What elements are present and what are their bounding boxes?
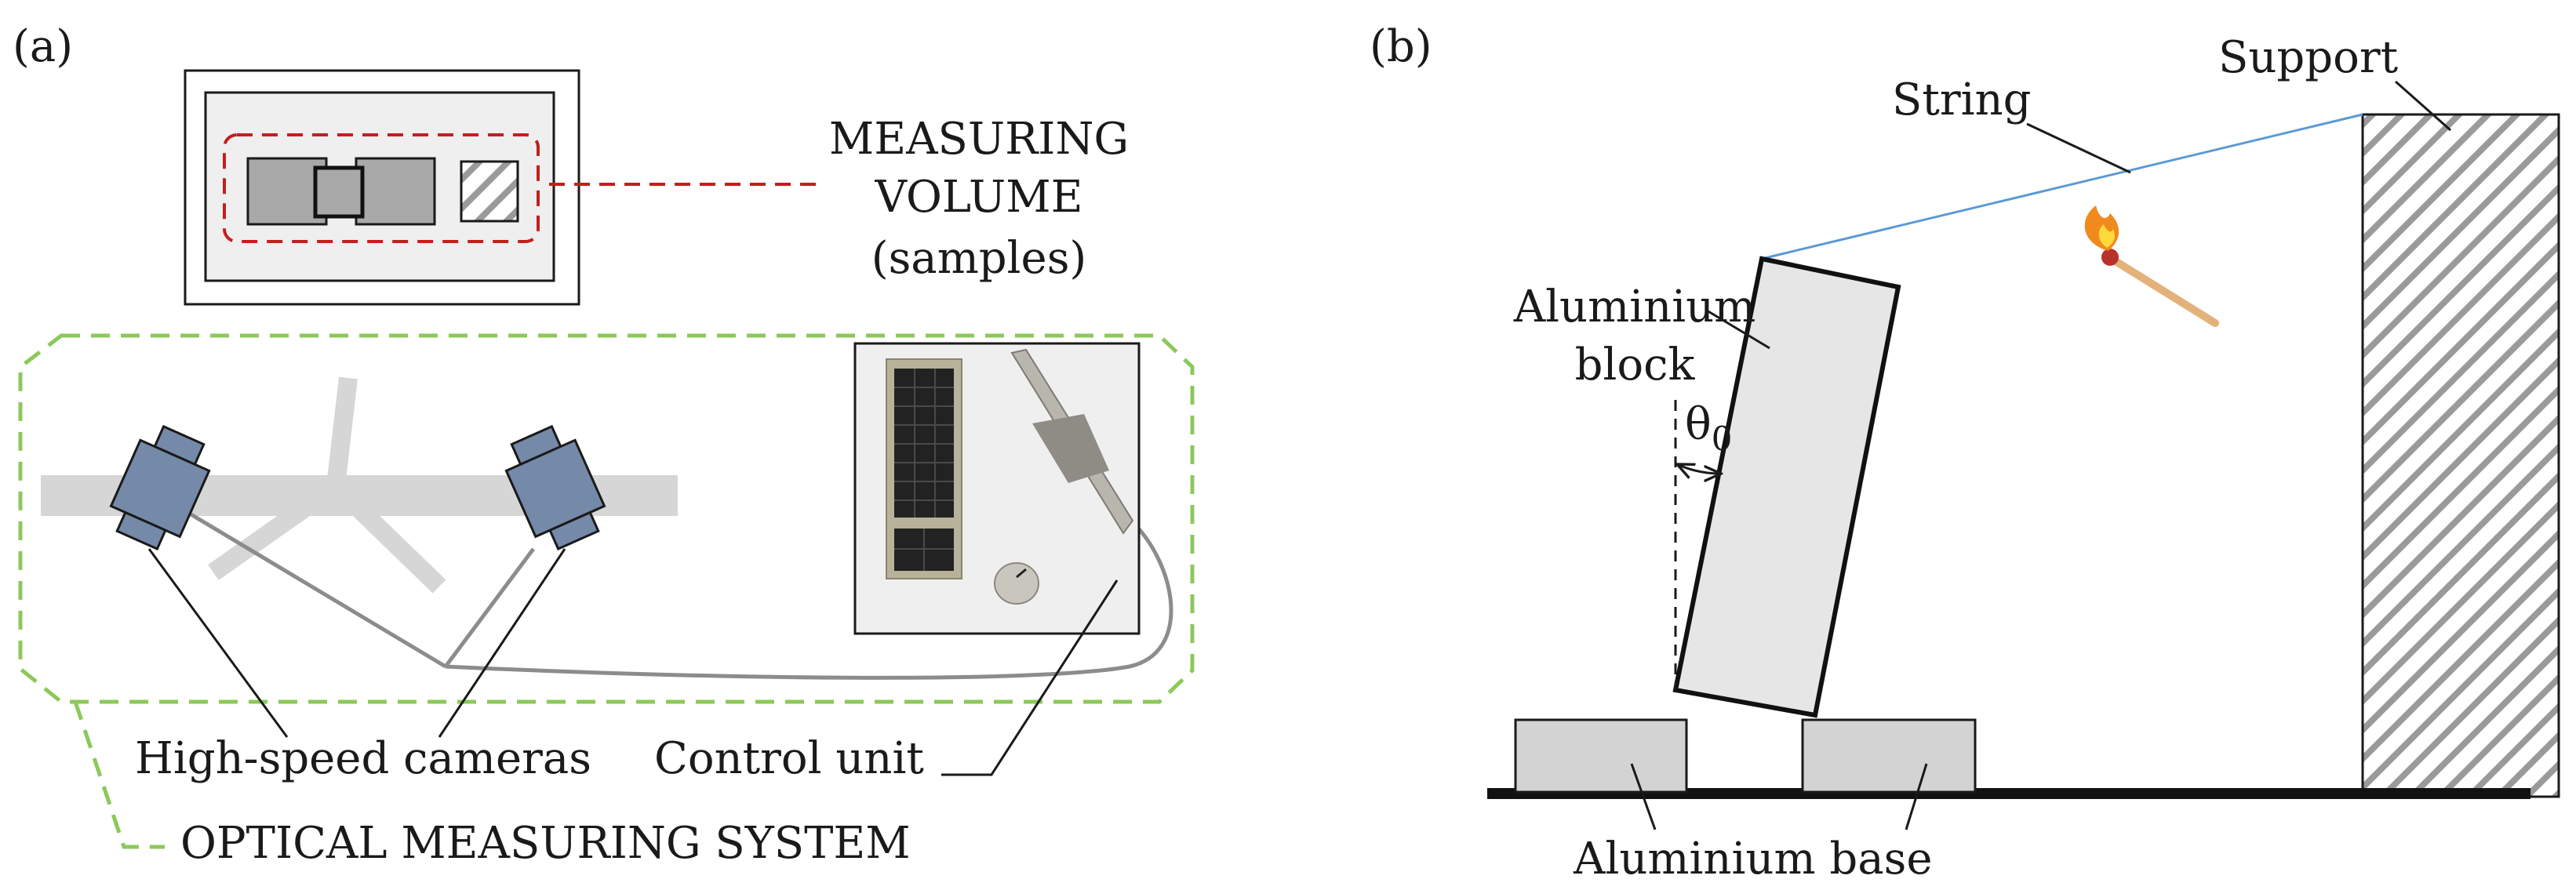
string-leader [2026, 122, 2131, 174]
control-unit [853, 342, 1141, 635]
sample-specimen [246, 157, 436, 226]
measuring-volume-line3: (samples) [871, 233, 1087, 284]
block-label-line2: block [1575, 340, 1696, 391]
optical-system-label: OPTICAL MEASURING SYSTEM [180, 818, 911, 869]
control-unit-label: Control unit [654, 733, 924, 784]
panel-a: (a) MEASURING VOLUME (samples) [13, 21, 1195, 869]
right-base [1801, 718, 1977, 794]
monitor-icon [1010, 348, 1134, 535]
string-line [1761, 113, 2363, 260]
measuring-volume-box [184, 69, 825, 306]
base-leader-left [1630, 763, 1657, 830]
panel-b: (b) Support String Aluminium base Alumin… [1370, 21, 2560, 885]
string-label: String [1892, 74, 2031, 125]
keyboard-icon [886, 358, 962, 579]
optical-system-leader [73, 701, 165, 849]
left-camera [109, 424, 211, 551]
base-leader-right [1905, 763, 1928, 830]
angle-label: θ0 [1685, 399, 1732, 458]
base-label: Aluminium base [1573, 834, 1933, 885]
aluminium-block [1672, 256, 1901, 718]
support-leader [2395, 80, 2451, 132]
block-leader [1706, 309, 1770, 350]
panel-a-tag: (a) [13, 21, 73, 72]
measuring-volume-dashed-outline [223, 133, 540, 243]
hatched-sample [460, 160, 519, 223]
optical-system-outline [18, 333, 1195, 704]
measuring-volume-line1: MEASURING [829, 114, 1129, 165]
support-wall [2361, 113, 2560, 798]
panel-b-tag: (b) [1370, 21, 1432, 72]
support-label: Support [2218, 32, 2399, 83]
cameras-label: High-speed cameras [135, 733, 591, 784]
match-flame-icon [2084, 205, 2219, 327]
angle-arc [1677, 464, 1721, 474]
camera-leaders [147, 548, 566, 738]
left-base [1514, 718, 1688, 794]
control-unit-leader [941, 579, 1119, 776]
mouse-icon [994, 562, 1039, 605]
right-camera [504, 424, 606, 551]
block-label-line1: Aluminium [1513, 282, 1756, 332]
measuring-volume-line2: VOLUME [875, 172, 1083, 223]
